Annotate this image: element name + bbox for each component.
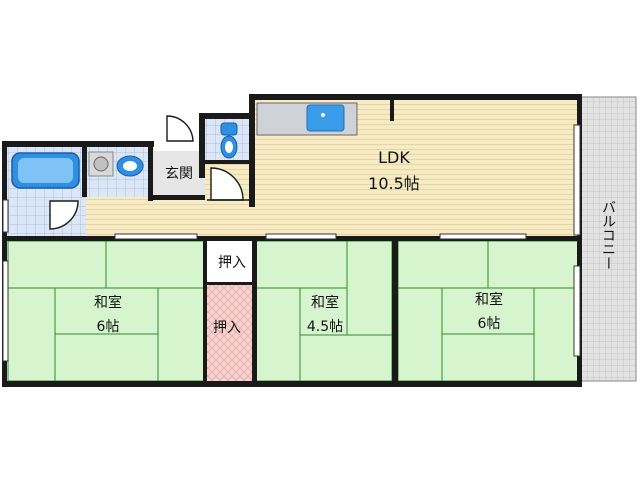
washitsu-left-tatami [7,240,206,382]
washitsu-left-name: 和室 [94,294,122,311]
oshiire-upper-label: 押入 [218,255,246,271]
ldk-name: LDK [378,148,410,167]
bathtub [11,152,80,189]
ldk-size: 10.5帖 [368,174,420,193]
hallway-floor [84,195,254,239]
washitsu-mid-tatami [254,240,393,382]
washitsu-left-size: 6帖 [97,319,120,335]
washitsu-mid-size: 4.5帖 [307,319,343,335]
doors [49,115,244,230]
balcony-floor [579,96,637,382]
washitsu-right-size: 6帖 [478,316,501,332]
windows [2,124,581,362]
balcony-label: バルコニー [600,200,616,270]
washbasin [88,151,144,177]
toilet [220,122,238,159]
closet-upper-floor [205,241,254,284]
genkan-floor [153,151,205,198]
oshiire-lower-label: 押入 [213,320,241,336]
closet-lower-floor [205,284,254,381]
kitchen-counter [256,102,358,136]
washitsu-right-name: 和室 [475,291,503,308]
washitsu-mid-name: 和室 [311,294,339,311]
genkan-label: 玄関 [165,165,193,182]
washitsu-right-tatami [397,240,581,382]
